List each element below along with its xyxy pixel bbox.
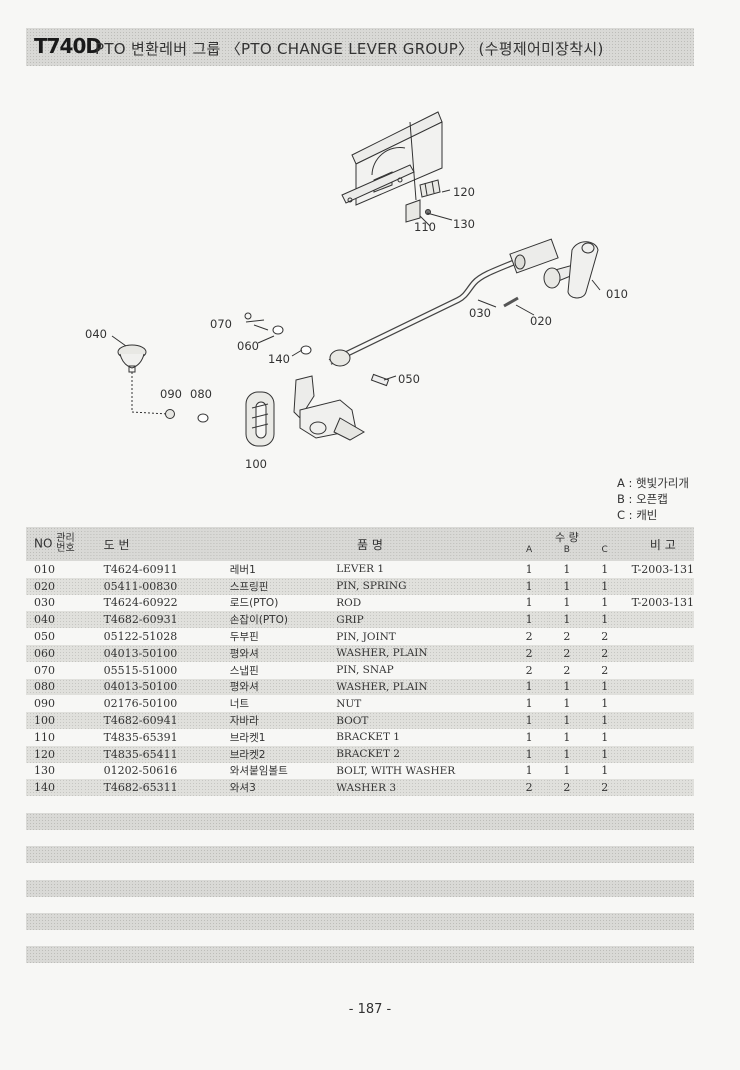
header-remarks: 비 고 (649, 537, 676, 552)
empty-row-band (26, 946, 694, 963)
boot (245, 391, 275, 447)
header-mgmt: 관리 번호 (56, 533, 75, 554)
callout-030: 030 (469, 306, 491, 320)
callout-140: 140 (268, 352, 290, 366)
callout-060: 060 (237, 339, 259, 353)
page-number: - 187 - (348, 1002, 392, 1017)
callout-080: 080 (190, 387, 212, 401)
callout-100: 100 (245, 457, 267, 470)
nut (165, 409, 175, 419)
bracket-assembly (341, 111, 443, 206)
washer-080 (197, 413, 209, 423)
lever-1 (543, 241, 599, 299)
callout-120: 120 (453, 185, 475, 199)
empty-row-band (26, 913, 694, 930)
header-name: 품 명 (357, 537, 383, 552)
legend-c: C : 캐빈 (617, 508, 658, 522)
callout-040: 040 (85, 327, 107, 341)
empty-row-band (26, 846, 694, 863)
header-qty: 수 량 (555, 531, 579, 544)
header-qty-b: B (563, 545, 570, 555)
model-code: T740D (34, 34, 102, 58)
group-title: PTO 변환레버 그룹 〈PTO CHANGE LEVER GROUP〉 (수평… (95, 40, 604, 58)
callout-070: 070 (210, 317, 232, 331)
rod-clevis (509, 238, 559, 274)
callout-010: 010 (606, 287, 628, 301)
table-header: NO 관리 번호 도 번 품 명 수 량 A B C 비 고 (26, 527, 694, 561)
joint-pin (370, 373, 390, 387)
empty-row-band (26, 880, 694, 897)
header-part-no: 도 번 (103, 537, 130, 552)
grip (117, 344, 147, 373)
callout-090: 090 (160, 387, 182, 401)
bracket-1 (405, 199, 431, 223)
legend-a: A : 햇빛가리개 (617, 476, 689, 490)
pivot-block (244, 312, 351, 367)
header-qty-a: A (525, 545, 533, 555)
callout-130: 130 (453, 217, 475, 231)
header-qty-c: C (601, 545, 608, 555)
legend: A : 햇빛가리개 B : 오픈캡 C : 캐빈 (617, 475, 689, 523)
empty-row-band (26, 813, 694, 830)
page-header: T740D PTO 변환레버 그룹 〈PTO CHANGE LEVER GROU… (26, 28, 694, 66)
header-no: NO 관리 번호 (26, 527, 84, 561)
legend-b: B : 오픈캡 (617, 492, 668, 506)
callout-050: 050 (398, 372, 420, 386)
callout-110: 110 (414, 220, 436, 234)
spring-pin (503, 296, 519, 308)
callout-020: 020 (530, 314, 552, 328)
bracket-2 (419, 179, 441, 198)
lever-body (293, 375, 365, 441)
parts-diagram: 010 020 030 040 050 060 070 080 090 100 … (85, 111, 628, 470)
